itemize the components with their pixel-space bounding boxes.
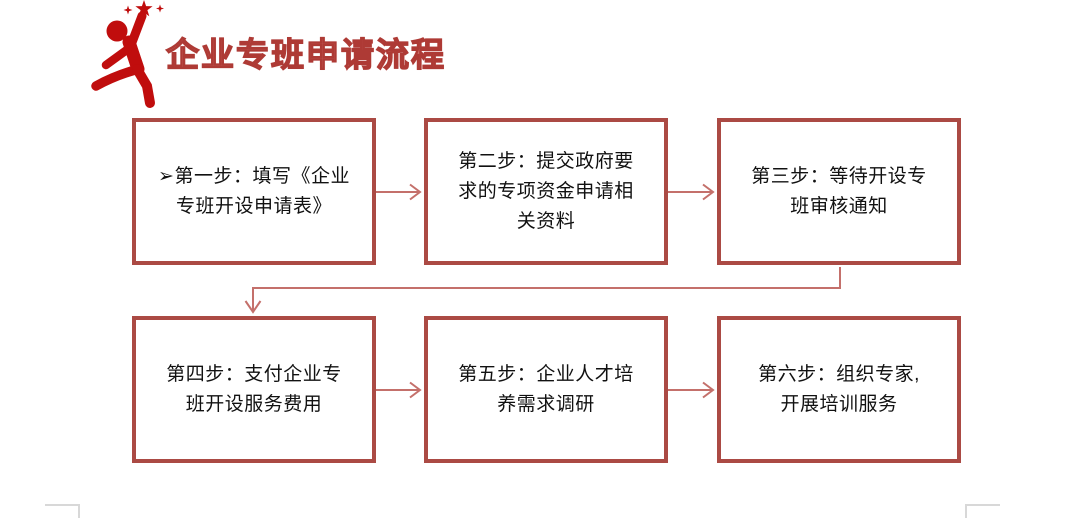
arrow-step4-to-step5 — [376, 381, 422, 399]
flow-step-box-2[interactable]: 第二步：提交政府要 求的专项资金申请相 关资料 — [424, 118, 668, 265]
person-reaching-star-icon — [91, 0, 164, 108]
page-title: 企业专班申请流程 — [165, 35, 446, 73]
arrow-step3-to-step4 — [244, 267, 841, 314]
flow-step-box-1[interactable]: ➢第一步：填写《企业 专班开设申请表》 — [132, 118, 376, 265]
step-4-label: 第四步：支付企业专 班开设服务费用 — [166, 363, 342, 415]
arrow-step2-to-step3 — [668, 183, 715, 201]
person-lower-arm — [101, 44, 133, 70]
placeholder-corner-left — [45, 504, 80, 518]
sparkle-icon — [156, 4, 164, 13]
placeholder-corner-right — [965, 504, 1000, 518]
person-back-leg — [91, 65, 140, 91]
flow-step-box-6[interactable]: 第六步：组织专家, 开展培训服务 — [717, 316, 961, 463]
step-2-label: 第二步：提交政府要 求的专项资金申请相 关资料 — [458, 150, 634, 232]
star-icon — [135, 0, 153, 17]
person-front-leg — [132, 64, 155, 108]
sparkle-icon — [123, 5, 133, 15]
flow-step-box-3[interactable]: 第三步：等待开设专 班审核通知 — [717, 118, 961, 265]
flow-step-box-4[interactable]: 第四步：支付企业专 班开设服务费用 — [132, 316, 376, 463]
arrow-step1-to-step2 — [376, 183, 422, 201]
arrow-step5-to-step6 — [668, 381, 715, 399]
step-1-label: ➢第一步：填写《企业 专班开设申请表》 — [158, 165, 350, 217]
flow-step-box-5[interactable]: 第五步：企业人才培 养需求调研 — [424, 316, 668, 463]
step-5-label: 第五步：企业人才培 养需求调研 — [458, 363, 634, 415]
person-head — [106, 20, 128, 42]
step-6-label: 第六步：组织专家, 开展培训服务 — [758, 363, 920, 415]
step-3-label: 第三步：等待开设专 班审核通知 — [751, 165, 927, 217]
